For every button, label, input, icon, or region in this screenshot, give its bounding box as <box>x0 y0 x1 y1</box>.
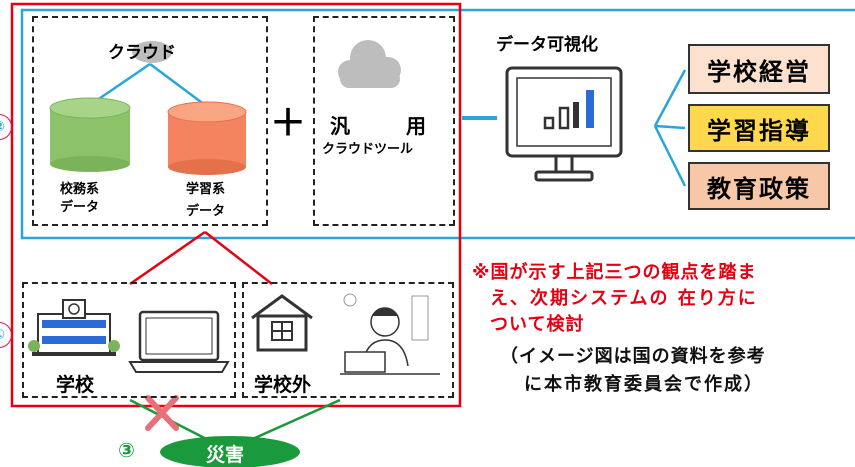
link-to-outside <box>204 231 273 285</box>
school-affairs-db-icon <box>49 97 131 172</box>
plus-sign: ＋ <box>270 103 307 144</box>
monitor-icon <box>505 66 623 182</box>
note-line-1: ※国が示す上記三つの観点を踏ま <box>472 262 757 283</box>
visualization-label: データ可視化 <box>496 35 598 55</box>
outside-school-box <box>242 282 454 398</box>
school-affairs-label-1: 校務系 <box>60 182 100 197</box>
red-frame <box>10 2 462 408</box>
note-line-5: に本市教育委員会で作成） <box>524 374 764 395</box>
blue-frame <box>20 8 855 240</box>
cloud-title: クラウド <box>108 43 176 63</box>
tool-label-b: 用 <box>406 114 426 138</box>
disaster-label: 災害 <box>206 444 245 466</box>
person-studying-icon <box>340 293 440 375</box>
cloud-link-right <box>149 62 206 107</box>
outcome-branches <box>653 69 687 187</box>
school-label: 学校 <box>56 374 95 396</box>
cloud-icon-tool <box>338 40 401 88</box>
laptop-icon <box>128 310 230 373</box>
learning-label-2: データ <box>186 204 226 219</box>
note-line-4: （イメージ図は国の資料を参考 <box>500 346 766 367</box>
school-affairs-label-2: データ <box>60 200 100 215</box>
outcome-education-policy: 教育政策 <box>688 162 830 210</box>
tool-label-a: 汎 <box>330 114 350 138</box>
disaster-ellipse <box>160 436 300 467</box>
school-building-icon <box>28 299 120 356</box>
note-line-2: え、次期システムの 在り方に <box>490 288 758 309</box>
tool-label-2: クラウドツール <box>322 142 414 157</box>
outcome-school-management: 学校経営 <box>688 44 830 94</box>
cloud-data-box <box>32 16 268 226</box>
outside-school-label: 学校外 <box>254 374 312 396</box>
cross-mark-icon <box>145 395 179 431</box>
house-icon <box>251 294 313 352</box>
generic-tool-box <box>313 16 455 226</box>
school-box <box>22 282 236 398</box>
note-line-3: ついて検討 <box>490 314 585 335</box>
disaster-number: ③ <box>118 438 135 462</box>
learning-db-icon <box>167 101 247 175</box>
learning-label-1: 学習系 <box>186 182 226 197</box>
link-to-school <box>129 230 206 286</box>
outcome-learning-guidance: 学習指導 <box>688 104 830 152</box>
cloud-icon-top <box>132 41 172 63</box>
